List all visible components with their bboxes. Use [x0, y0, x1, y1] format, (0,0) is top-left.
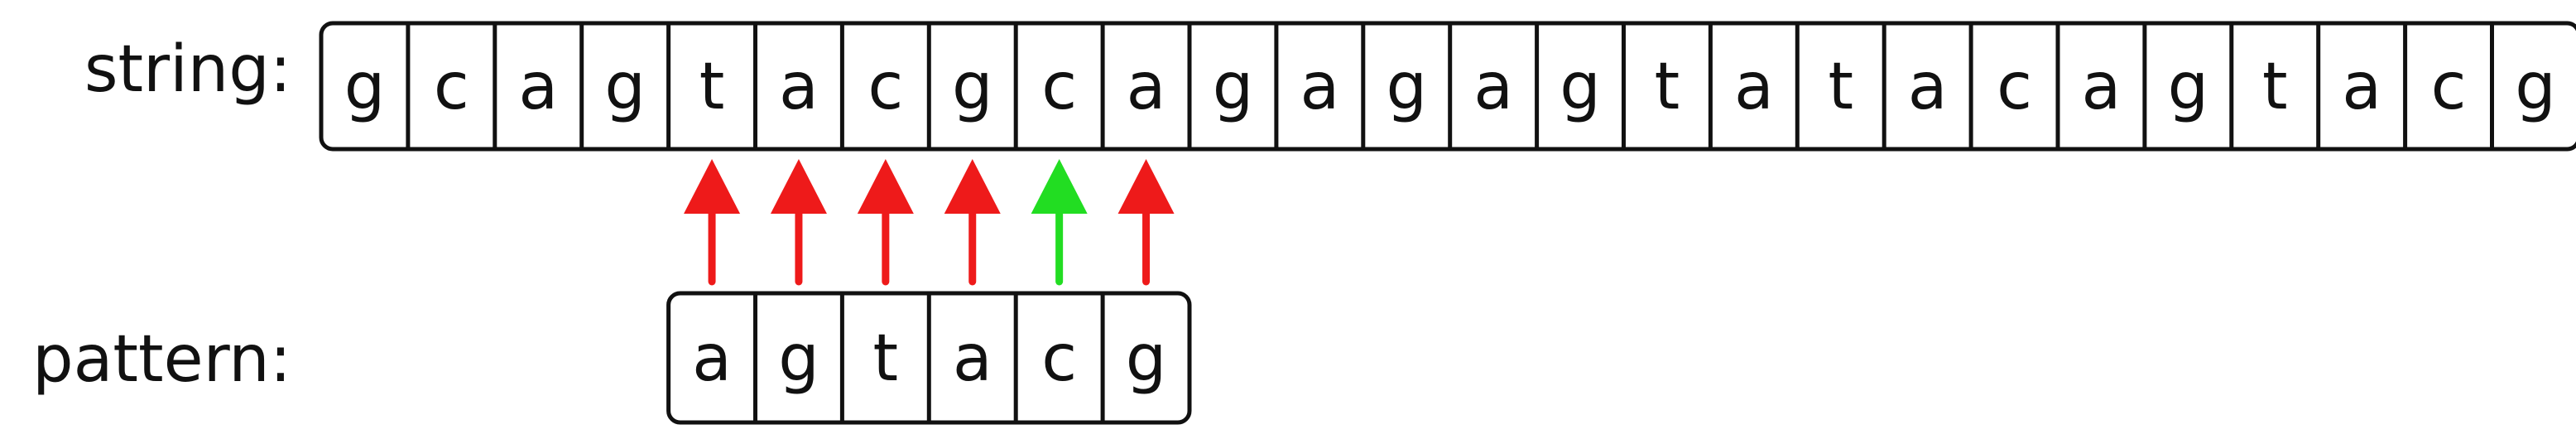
- string-char: g: [1560, 50, 1601, 124]
- pattern-char: a: [692, 321, 732, 396]
- string-char: g: [1386, 50, 1427, 124]
- comparison-arrows: [684, 159, 1175, 286]
- pattern-char: g: [778, 321, 819, 396]
- arrow-head: [1117, 159, 1175, 214]
- string-char: a: [779, 50, 819, 124]
- string-char: t: [2262, 50, 2288, 124]
- string-char: c: [1997, 50, 2032, 124]
- string-char: c: [2431, 50, 2467, 124]
- arrow-mismatch: [1117, 159, 1175, 286]
- string-char: t: [1655, 50, 1680, 124]
- string-char: a: [1300, 50, 1339, 124]
- string-char: a: [518, 50, 558, 124]
- string-char: a: [2342, 50, 2381, 124]
- string-char: c: [1041, 50, 1077, 124]
- arrow-mismatch: [944, 159, 1001, 286]
- string-char: g: [952, 50, 993, 124]
- string-char: t: [699, 50, 725, 124]
- arrow-match: [1031, 159, 1088, 286]
- pattern-char: a: [953, 321, 992, 396]
- arrow-mismatch: [684, 159, 741, 286]
- string-char: a: [2082, 50, 2122, 124]
- pattern-char: g: [1126, 321, 1167, 396]
- string-char: g: [344, 50, 386, 124]
- string-char: a: [1473, 50, 1513, 124]
- string-char: c: [867, 50, 903, 124]
- string-char: g: [2168, 50, 2209, 124]
- pattern-char: c: [1041, 321, 1077, 396]
- arrow-head: [1031, 159, 1088, 214]
- string-char: t: [1828, 50, 1853, 124]
- string-char: c: [434, 50, 469, 124]
- pattern-char: t: [873, 321, 899, 396]
- string-char: g: [2515, 50, 2556, 124]
- arrow-mismatch: [770, 159, 827, 286]
- arrow-head: [944, 159, 1001, 214]
- string-label: string:: [84, 32, 291, 107]
- string-char: g: [604, 50, 646, 124]
- string-char: a: [1127, 50, 1166, 124]
- arrow-head: [857, 159, 914, 214]
- string-char: a: [1908, 50, 1948, 124]
- string-char: a: [1734, 50, 1774, 124]
- arrow-head: [684, 159, 741, 214]
- pattern-label: pattern:: [32, 322, 291, 397]
- arrow-head: [770, 159, 827, 214]
- arrow-mismatch: [857, 159, 914, 286]
- string-char: g: [1213, 50, 1254, 124]
